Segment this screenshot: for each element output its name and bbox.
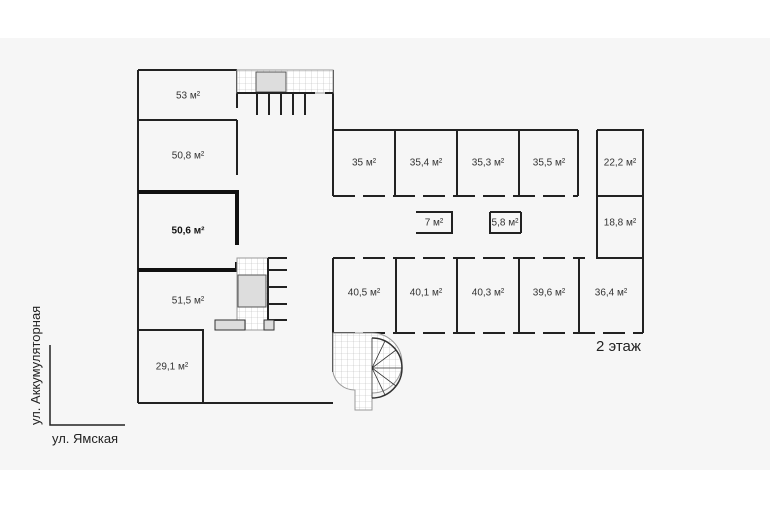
right-wing-walls xyxy=(332,129,644,334)
floor-label: 2 этаж xyxy=(596,338,641,355)
room-label[interactable]: 35,5 м² xyxy=(533,158,566,169)
room-label[interactable]: 35 м² xyxy=(352,158,377,169)
room-label[interactable]: 36,4 м² xyxy=(595,288,628,299)
middle-stairwell xyxy=(214,257,287,331)
room-label[interactable]: 22,2 м² xyxy=(604,158,637,169)
room-label-highlighted[interactable]: 50,6 м² xyxy=(172,226,206,237)
room-label[interactable]: 7 м² xyxy=(425,218,444,229)
room-label[interactable]: 40,1 м² xyxy=(410,288,443,299)
top-stairwell xyxy=(236,69,334,115)
room-label[interactable]: 40,3 м² xyxy=(472,288,505,299)
room-label[interactable]: 50,8 м² xyxy=(172,151,205,162)
room-label[interactable]: 5,8 м² xyxy=(492,218,520,229)
street-label-horizontal: ул. Ямская xyxy=(52,431,118,446)
left-block-walls xyxy=(137,69,334,404)
plan-background xyxy=(0,38,770,470)
street-label-vertical: ул. Аккумуляторная xyxy=(28,306,43,425)
orientation-axes xyxy=(49,345,125,426)
room-label[interactable]: 40,5 м² xyxy=(348,288,381,299)
room-label[interactable]: 18,8 м² xyxy=(604,218,637,229)
room-label[interactable]: 29,1 м² xyxy=(156,362,189,373)
room-label[interactable]: 35,4 м² xyxy=(410,158,443,169)
spiral-staircase xyxy=(332,332,403,411)
room-label[interactable]: 35,3 м² xyxy=(472,158,505,169)
room-label[interactable]: 39,6 м² xyxy=(533,288,566,299)
room-label[interactable]: 51,5 м² xyxy=(172,296,205,307)
room-label[interactable]: 53 м² xyxy=(176,91,201,102)
